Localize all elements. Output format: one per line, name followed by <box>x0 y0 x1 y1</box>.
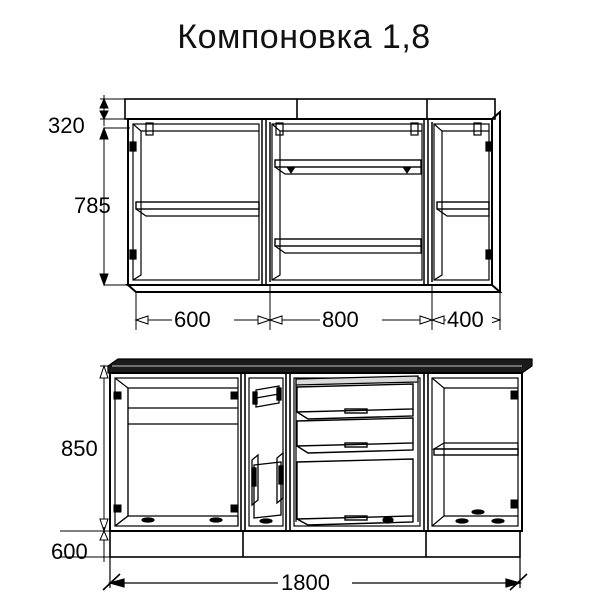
hinge-icon <box>113 391 239 513</box>
wire-basket-icon <box>252 385 282 408</box>
dimension-800-label: 800 <box>322 307 359 332</box>
drawer-handle-icon <box>344 408 368 414</box>
lift-mechanism-icon <box>286 166 412 174</box>
drawer-3[interactable] <box>296 458 414 526</box>
hinge-icon <box>510 390 519 509</box>
upper-left-cabinet[interactable] <box>129 122 260 281</box>
lower-left-cabinet[interactable] <box>113 377 239 527</box>
wire-basket-icon <box>251 451 284 519</box>
countertop <box>107 358 533 374</box>
drawer-2[interactable] <box>296 417 414 454</box>
dimension-600-lower-label: 600 <box>51 539 88 564</box>
hinge-icon <box>485 141 493 260</box>
shelf-peg-icon <box>141 517 223 523</box>
upper-center-cabinet[interactable] <box>271 122 423 281</box>
dimension-600-label: 600 <box>174 307 211 332</box>
dimension-850-label: 850 <box>61 436 98 461</box>
drawer-handle-icon <box>344 442 368 448</box>
upper-dividers <box>261 119 433 285</box>
hinge-icon <box>129 141 137 260</box>
dimension-785-label: 785 <box>74 193 111 218</box>
dimension-320-label: 320 <box>48 113 85 138</box>
lower-carcass-outline <box>109 372 523 532</box>
drawer-handle-icon <box>344 515 368 521</box>
lower-dividers <box>240 373 429 531</box>
shelf-peg-icon <box>455 509 505 524</box>
dimension-400-label: 400 <box>447 307 484 332</box>
lower-right-cabinet[interactable] <box>431 377 519 527</box>
latch-icon <box>473 122 482 136</box>
upper-top-band <box>124 98 496 120</box>
shelf-peg-icon <box>382 516 394 524</box>
shelf-peg-icon <box>259 518 273 524</box>
dimension-785 <box>99 126 134 287</box>
lower-section-group: 850 600 1800 <box>51 358 533 595</box>
upper-right-cabinet[interactable] <box>433 122 493 281</box>
dimension-600-lower <box>60 527 112 562</box>
latch-icon <box>275 122 419 136</box>
lower-pullout-cabinet[interactable] <box>248 377 284 527</box>
dimension-320 <box>99 95 130 126</box>
upper-section-group: 320 785 <box>48 95 503 332</box>
dimension-1800-label: 1800 <box>281 570 330 595</box>
plinth-base <box>109 530 521 558</box>
page-title: Компоновка 1,8 <box>177 18 431 56</box>
latch-icon <box>145 122 154 136</box>
drawer-1[interactable] <box>296 383 414 420</box>
lower-drawer-cabinet[interactable] <box>293 375 421 527</box>
